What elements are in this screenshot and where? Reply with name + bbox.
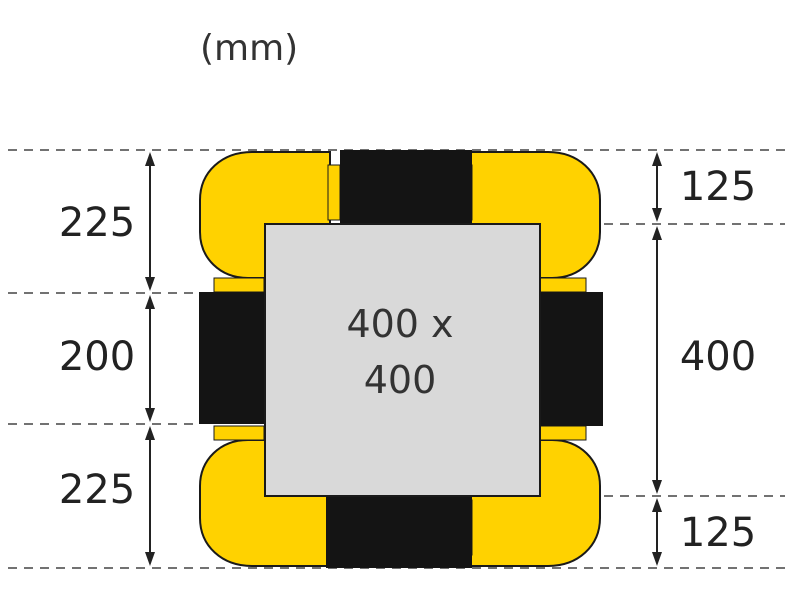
dimension-left-middle: 200 (59, 334, 135, 380)
dimension-right-middle: 400 (680, 334, 756, 380)
connector-strip-left-bottom (213, 425, 265, 441)
black-block-bottom (326, 494, 472, 568)
arrowhead (652, 480, 662, 494)
arrowhead (652, 208, 662, 222)
dimension-right-bottom: 125 (680, 510, 756, 556)
black-block-top (340, 150, 472, 226)
arrowhead (652, 152, 662, 166)
right-dimension-arrows (652, 152, 662, 566)
connector-strip-left-top (213, 277, 265, 293)
arrowhead (145, 295, 155, 309)
arrowhead (145, 152, 155, 166)
left-dimension-arrows (145, 152, 155, 566)
arrowhead (145, 408, 155, 422)
connector-strip-top-left (327, 164, 341, 221)
connector-strip-right-top (535, 277, 587, 293)
unit-label: (mm) (200, 28, 298, 69)
arrowhead (145, 277, 155, 291)
dimension-right-top: 125 (680, 164, 756, 210)
dimension-left-bottom: 225 (59, 467, 135, 513)
column-size-label-line1: 400 x (346, 302, 453, 346)
column-square (264, 223, 541, 497)
column-size-label-line2: 400 (364, 358, 437, 402)
connector-strip-right-bottom (535, 425, 587, 441)
column-guard-drawing (199, 150, 603, 568)
arrowhead (652, 552, 662, 566)
black-block-left (199, 292, 269, 424)
arrowhead (652, 226, 662, 240)
black-block-right (535, 292, 603, 426)
arrowhead (652, 498, 662, 512)
arrowhead (145, 552, 155, 566)
arrowhead (145, 426, 155, 440)
dimension-left-top: 225 (59, 200, 135, 246)
